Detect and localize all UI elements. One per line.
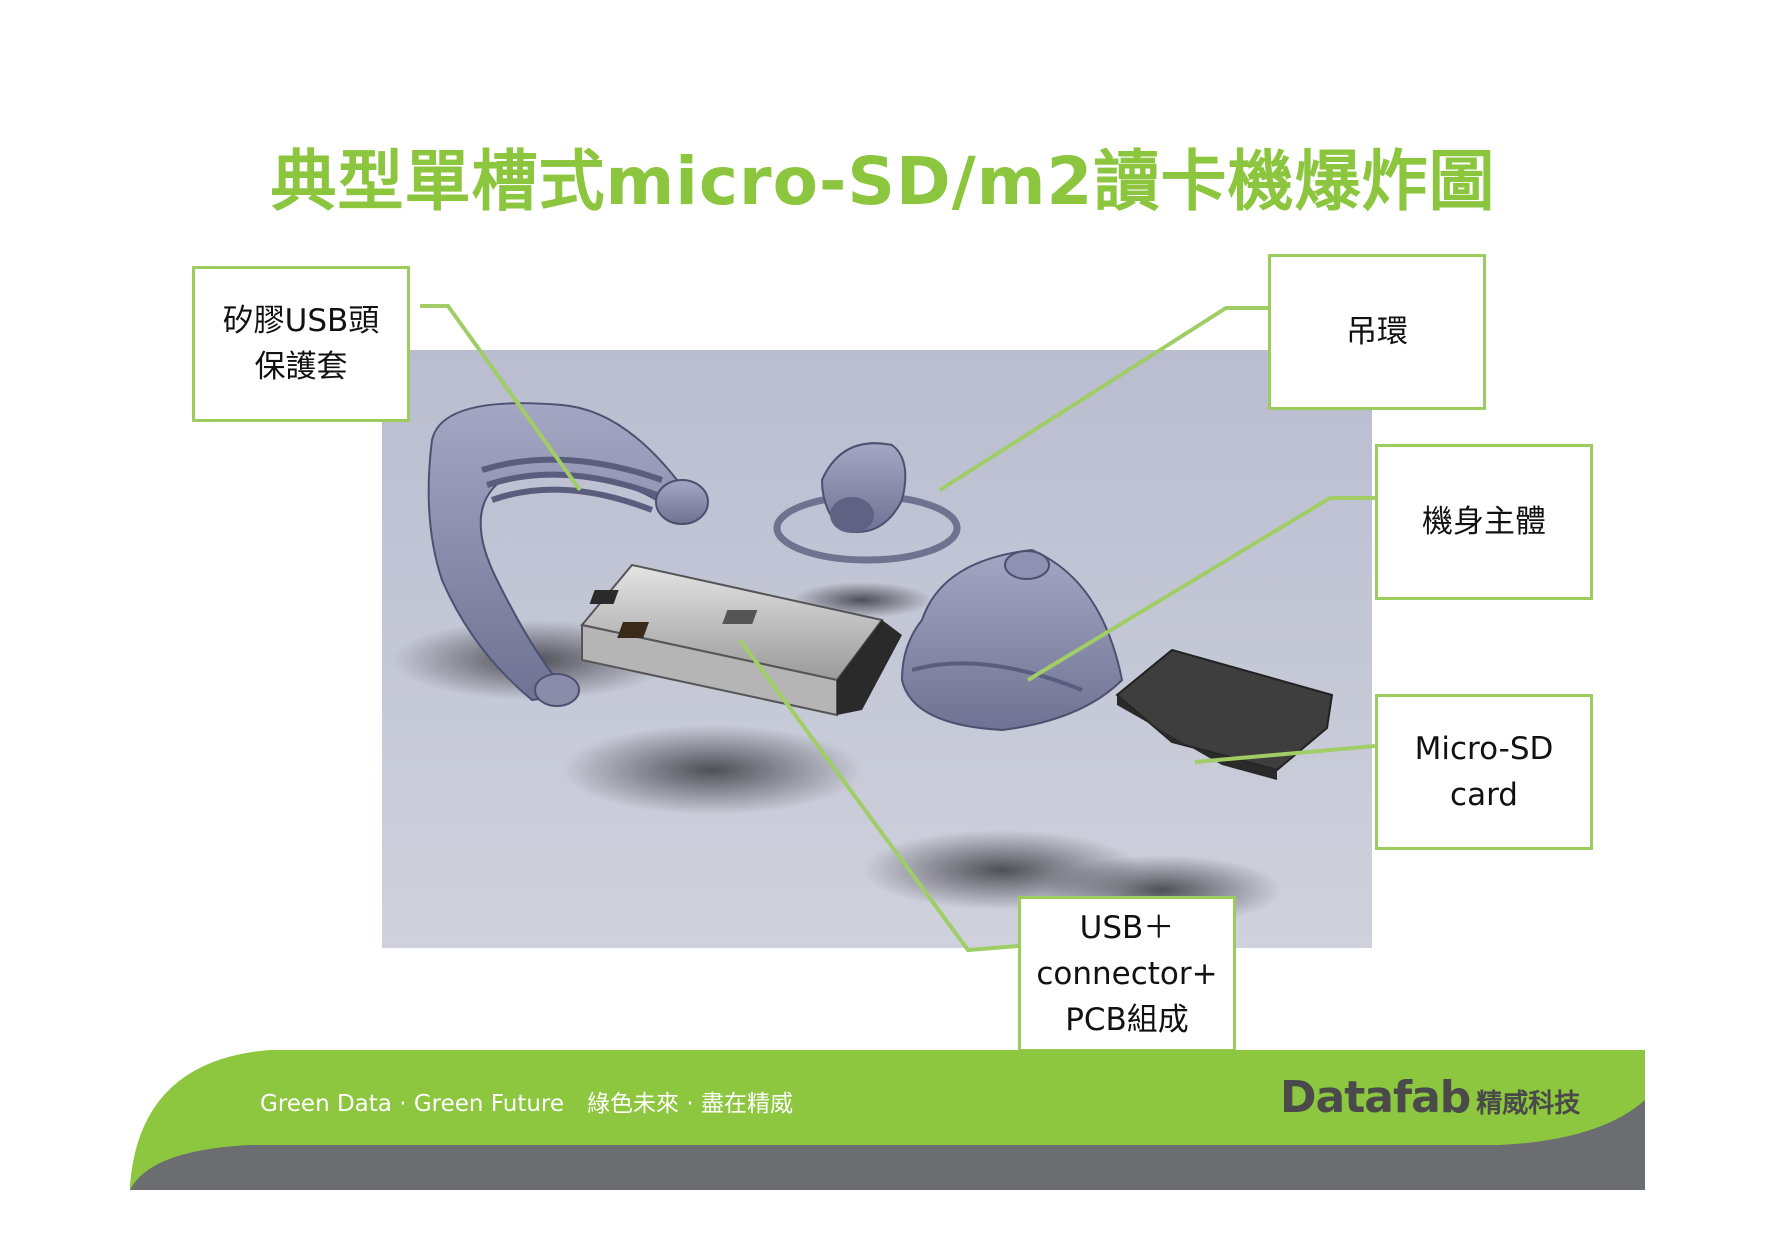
- callout-micro-sd-line2: card: [1450, 777, 1518, 813]
- callout-usb-assembly: USB＋ connector+ PCB組成: [1018, 896, 1236, 1052]
- callout-body: 機身主體: [1375, 444, 1593, 600]
- callout-usb-assembly-line2: connector+: [1036, 956, 1218, 992]
- callout-lanyard-ring: 吊環: [1268, 254, 1486, 410]
- company-logo: Datafab 精威科技: [1280, 1072, 1580, 1128]
- exploded-view-illustration: [392, 402, 1334, 925]
- callout-usb-assembly-line3: PCB組成: [1065, 1002, 1189, 1038]
- logo-chinese-name: 精威科技: [1476, 1089, 1581, 1119]
- callout-usb-cover: 矽膠USB頭 保護套: [192, 266, 410, 422]
- lanyard-ring-part: [773, 442, 961, 564]
- callout-usb-assembly-line1: USB＋: [1079, 910, 1175, 946]
- slide-title: 典型單槽式micro-SD/m2讀卡機爆炸圖: [270, 143, 1496, 220]
- footer-band: [130, 1050, 1645, 1190]
- micro-sd-card-part: [1115, 648, 1334, 780]
- callout-micro-sd-line1: Micro-SD: [1414, 731, 1554, 767]
- callout-usb-cover-line1: 矽膠USB頭: [222, 303, 380, 339]
- callout-lanyard-ring-line1: 吊環: [1346, 314, 1408, 350]
- logo-wordmark: Datafab: [1280, 1072, 1471, 1123]
- callout-usb-cover-line2: 保護套: [254, 349, 348, 385]
- footer-slogan: Green Data · Green Future 綠色未來 · 盡在精威: [260, 1091, 793, 1117]
- callout-micro-sd: Micro-SD card: [1375, 694, 1593, 850]
- exploded-view-render: [382, 350, 1372, 948]
- body-shell-part: [900, 548, 1124, 732]
- callout-body-line1: 機身主體: [1422, 504, 1546, 540]
